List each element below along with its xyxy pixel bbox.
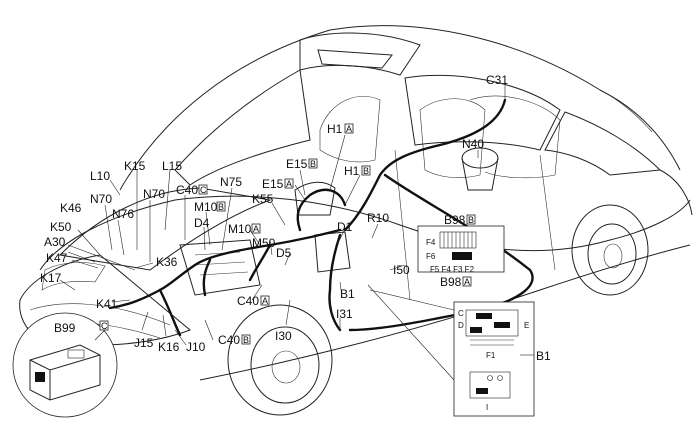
label-n70a: N70: [90, 192, 112, 206]
label-m10a: M10: [228, 222, 252, 236]
label-k50: K50: [50, 220, 72, 234]
label-c40c: C40: [176, 183, 198, 197]
label-i31: I31: [336, 307, 353, 321]
relay-label-i: I: [486, 403, 488, 412]
label-n70b: N70: [143, 187, 165, 201]
label-d1: D1: [337, 220, 353, 234]
label-j10: J10: [186, 340, 206, 354]
label-b99-sub: C: [101, 321, 108, 331]
label-b98b-sub: B: [468, 215, 474, 225]
label-e15b: E15: [286, 157, 308, 171]
relay-label-f1: F1: [486, 351, 496, 360]
label-b1a: B1: [340, 287, 355, 301]
battery-detail: [12, 312, 118, 418]
label-c40a-sub: A: [262, 296, 268, 306]
relay-label-c: C: [458, 309, 464, 318]
label-h1a-sub: A: [346, 124, 352, 134]
fuse-box-detail: F4 F6 F5 F4 F3 F2: [417, 225, 505, 274]
label-c31: C31: [486, 73, 508, 87]
car-body: [19, 25, 693, 416]
relay-label-e: E: [524, 321, 529, 330]
label-b99: B99: [54, 321, 76, 335]
label-n76: N76: [112, 207, 134, 221]
fuse-label-bottom: F5 F4 F3 F2: [430, 265, 475, 274]
label-k55: K55: [252, 192, 274, 206]
label-h1a: H1: [327, 122, 343, 136]
label-b98a-sub: A: [464, 277, 470, 287]
relay-box-detail: C D E F1 I: [367, 284, 535, 417]
label-k17: K17: [40, 271, 62, 285]
label-c40a: C40: [237, 294, 259, 308]
label-k46: K46: [60, 201, 82, 215]
label-h1b-sub: B: [363, 166, 369, 176]
label-n40: N40: [462, 137, 484, 151]
label-d4: D4: [194, 216, 210, 230]
label-e15b-sub: B: [310, 159, 316, 169]
label-h1b: H1: [344, 164, 360, 178]
label-c40b-sub: B: [243, 335, 249, 345]
label-k15: K15: [124, 159, 146, 173]
fuse-label-f6: F6: [426, 252, 436, 261]
label-c40c-sub: C: [200, 185, 207, 195]
label-r10: R10: [367, 211, 389, 225]
label-k47: K47: [46, 251, 68, 265]
label-e15a: E15: [262, 177, 284, 191]
relay-label-d: D: [458, 321, 464, 330]
label-m10a-sub: A: [253, 224, 259, 234]
component-labels: C31 N40 H1 A H1 B E15 B E15 A L10 K15 L1…: [40, 73, 551, 363]
label-k36: K36: [156, 255, 178, 269]
label-a30: A30: [44, 235, 66, 249]
label-n75: N75: [220, 175, 242, 189]
label-l15: L15: [162, 159, 182, 173]
label-d5: D5: [276, 246, 292, 260]
label-j15: J15: [134, 336, 154, 350]
label-b98b: B98: [444, 213, 466, 227]
label-leaders: [59, 85, 534, 356]
label-e15a-sub: A: [286, 179, 292, 189]
label-c40b: C40: [218, 333, 240, 347]
label-k41: K41: [96, 297, 118, 311]
label-m50: M50: [252, 236, 276, 250]
label-m10b-sub: B: [218, 202, 224, 212]
label-b1b: B1: [536, 349, 551, 363]
label-k16: K16: [158, 340, 180, 354]
label-i30: I30: [275, 329, 292, 343]
label-m10b: M10: [194, 200, 218, 214]
label-l10: L10: [90, 169, 110, 183]
label-b98a: B98: [440, 275, 462, 289]
fuse-label-f4: F4: [426, 238, 436, 247]
label-i50: I50: [393, 263, 410, 277]
